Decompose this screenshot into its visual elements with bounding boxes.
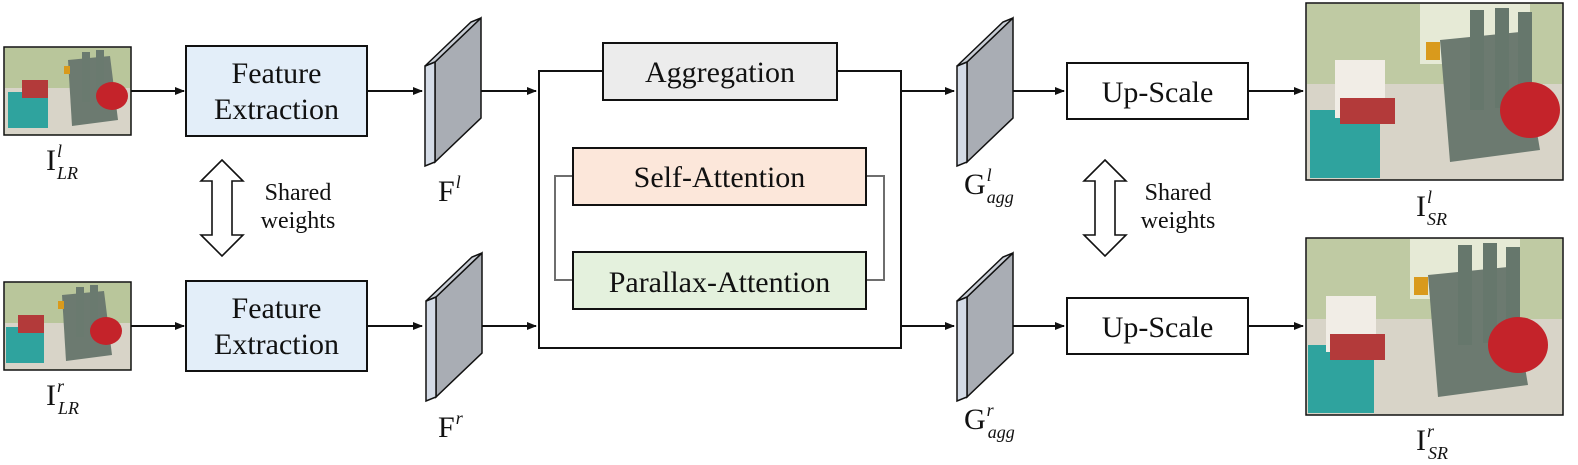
attention-connector-left — [554, 175, 573, 281]
upscale-box-right: Up-Scale — [1066, 297, 1249, 355]
shared-weights-label-line2: weights — [1141, 208, 1216, 234]
self-attention-label: Self-Attention — [634, 161, 806, 194]
double-arrow-icon — [1082, 158, 1128, 258]
aggregation-block: Aggregation Self-Attention Parallax-Atte… — [538, 42, 902, 349]
output-image-left — [1305, 2, 1564, 181]
output-image-right — [1305, 237, 1564, 416]
input-image-left — [3, 46, 132, 136]
upscale-label: Up-Scale — [1102, 311, 1214, 344]
label-feat-right: Fr — [438, 408, 464, 444]
label-feat-left: Fl — [438, 172, 461, 208]
feature-extraction-label-line2: Extraction — [214, 93, 339, 126]
shared-weights-right: Shared weights — [1082, 158, 1216, 258]
feature-extraction-label-line1: Feature — [232, 57, 322, 90]
shared-weights-left: Shared weights — [199, 158, 336, 258]
feature-extraction-box-right: Feature Extraction — [185, 280, 368, 372]
feature-extraction-label-line2: Extraction — [214, 328, 339, 361]
aggregation-label: Aggregation — [645, 56, 795, 89]
shared-weights-label-line1: Shared — [265, 180, 332, 206]
attention-connector-right — [866, 175, 885, 281]
feature-extraction-box-left: Feature Extraction — [185, 45, 368, 137]
shared-weights-label-line2: weights — [261, 208, 336, 234]
feature-extraction-label-line1: Feature — [232, 292, 322, 325]
aggregated-map-right — [956, 251, 1014, 403]
parallax-attention-label: Parallax-Attention — [609, 266, 831, 299]
aggregation-box — [602, 42, 838, 101]
parallax-attention-box — [572, 251, 867, 310]
double-arrow-icon — [199, 158, 245, 258]
upscale-box-left: Up-Scale — [1066, 62, 1249, 120]
self-attention-box — [572, 147, 867, 206]
aggregated-map-left — [956, 16, 1014, 168]
input-image-right — [3, 281, 132, 371]
upscale-label: Up-Scale — [1102, 76, 1214, 109]
feature-map-left — [424, 16, 482, 168]
shared-weights-label-line1: Shared — [1145, 180, 1212, 206]
feature-map-right — [425, 251, 483, 403]
